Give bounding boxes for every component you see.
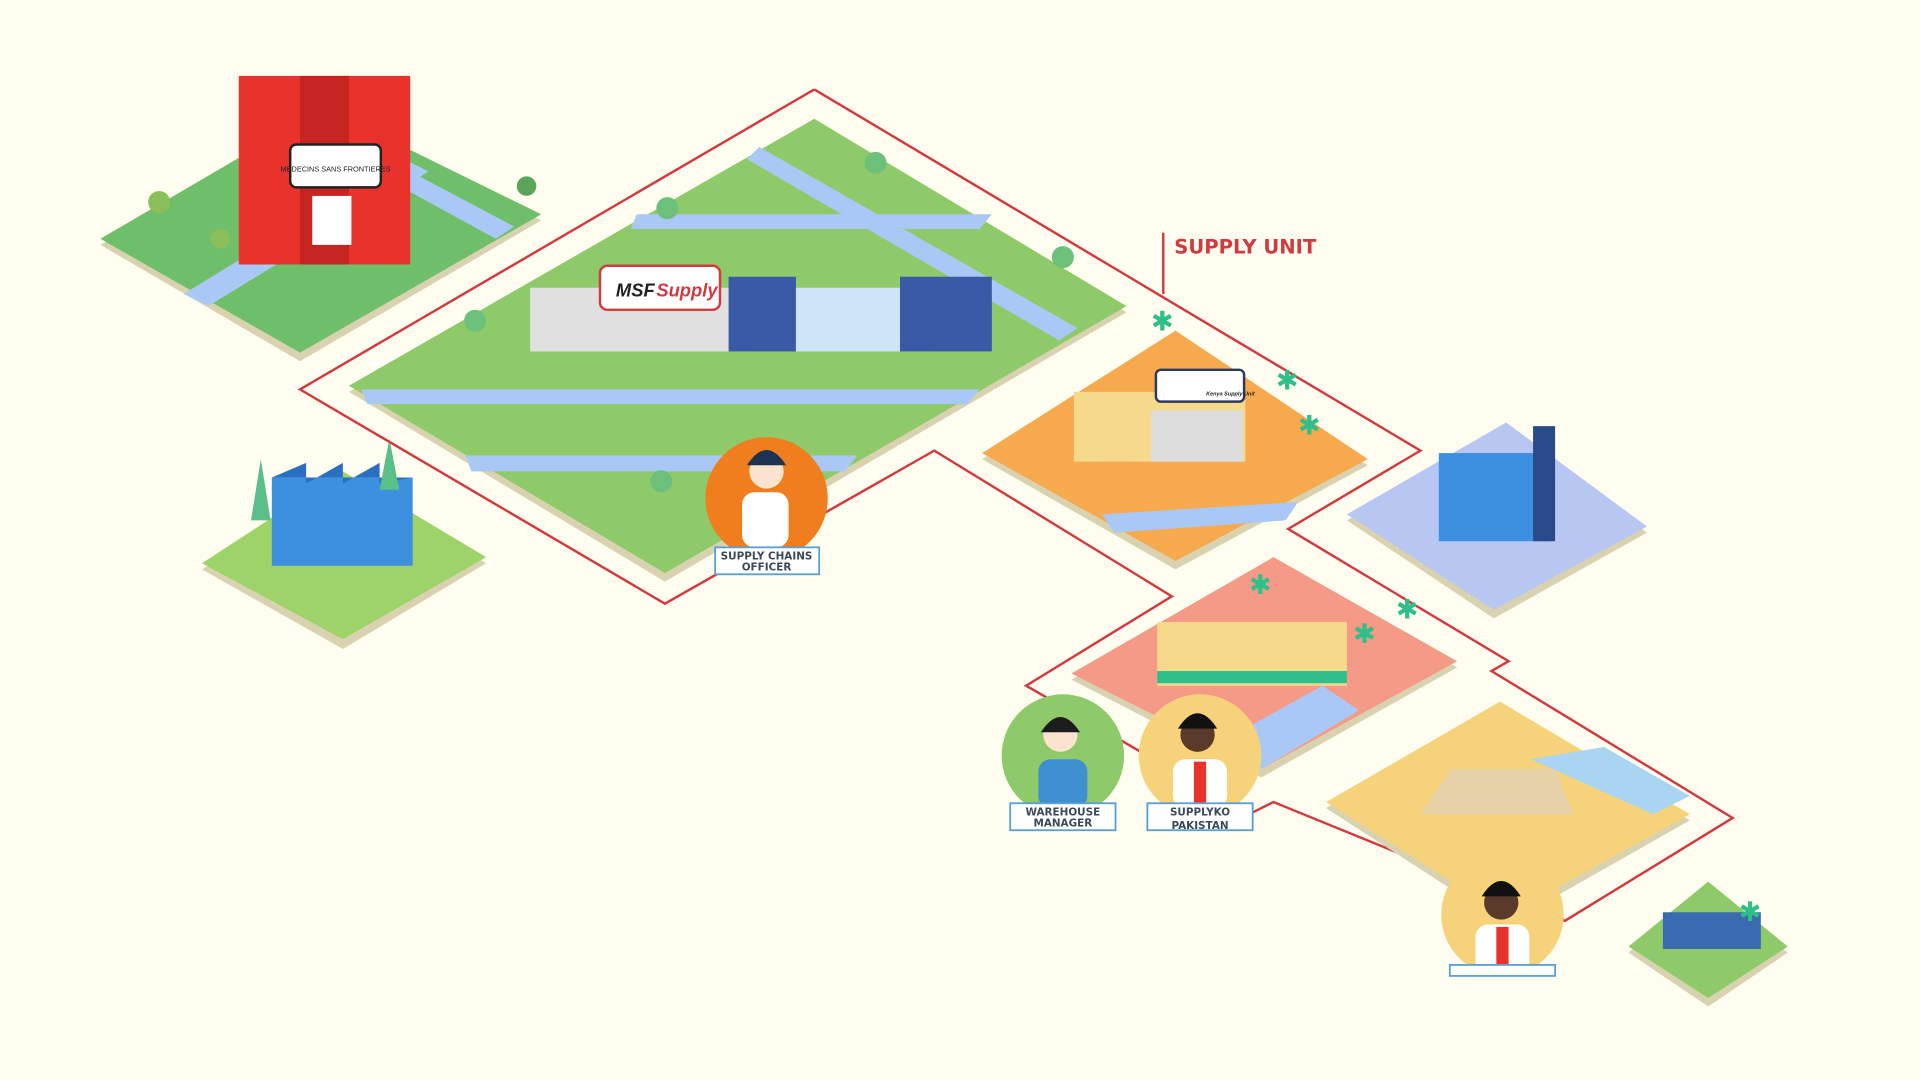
supply-unit-label: SUPPLY UNIT (1174, 235, 1317, 258)
role-title: MANAGER (1033, 818, 1092, 830)
svg-text:✱: ✱ (1249, 570, 1272, 600)
role-field-staff[interactable] (1441, 853, 1564, 977)
avatar (1138, 694, 1262, 817)
role-title: OFFICER (742, 562, 792, 574)
hq-logo-text: MEDECINS SANS FRONTIERES (281, 164, 391, 173)
svg-text:✱: ✱ (1396, 594, 1419, 624)
camp-tile (1326, 701, 1690, 925)
role-title: SUPPLY CHAINS (721, 551, 813, 563)
svg-text:✱: ✱ (1739, 897, 1762, 927)
svg-text:✱: ✱ (1151, 307, 1174, 337)
tent (1420, 768, 1574, 815)
kenya-logo (1154, 368, 1246, 403)
svg-text:✱: ✱ (1298, 411, 1321, 441)
role-title: SUPPLYKO (1170, 807, 1230, 819)
clinic-tile: ✱ (1628, 881, 1788, 1007)
logo-msf-text: MSF (616, 279, 656, 300)
svg-text:✱: ✱ (1353, 619, 1376, 649)
role-supply-chains-officer[interactable]: SUPPLY CHAINS OFFICER (705, 437, 828, 576)
role-title: WAREHOUSE (1026, 807, 1101, 819)
city-buildings (1438, 453, 1549, 542)
role-supplyko-pakistan[interactable]: SUPPLYKO PAKISTAN (1138, 694, 1262, 832)
factory-tile (202, 438, 487, 649)
role-title: PAKISTAN (1171, 820, 1228, 832)
hq-tile: MEDECINS SANS FRONTIERES (100, 75, 542, 362)
factory-building (271, 477, 413, 566)
avatar (1001, 694, 1125, 817)
kenya-tile: Kenya Supply Unit ✱ ✱ ✱ (982, 307, 1368, 570)
city-tile (1346, 422, 1647, 619)
msf-supply-logo (598, 264, 722, 312)
msf-hq-logo (288, 143, 383, 189)
msf-supply-tile: MSF Supply (348, 118, 1127, 582)
role-warehouse-manager[interactable]: WAREHOUSE MANAGER (1001, 694, 1125, 832)
kenya-logo-text: Kenya Supply Unit (1206, 392, 1256, 398)
logo-supply-text: Supply (656, 279, 718, 300)
svg-text:✱: ✱ (1276, 365, 1299, 395)
